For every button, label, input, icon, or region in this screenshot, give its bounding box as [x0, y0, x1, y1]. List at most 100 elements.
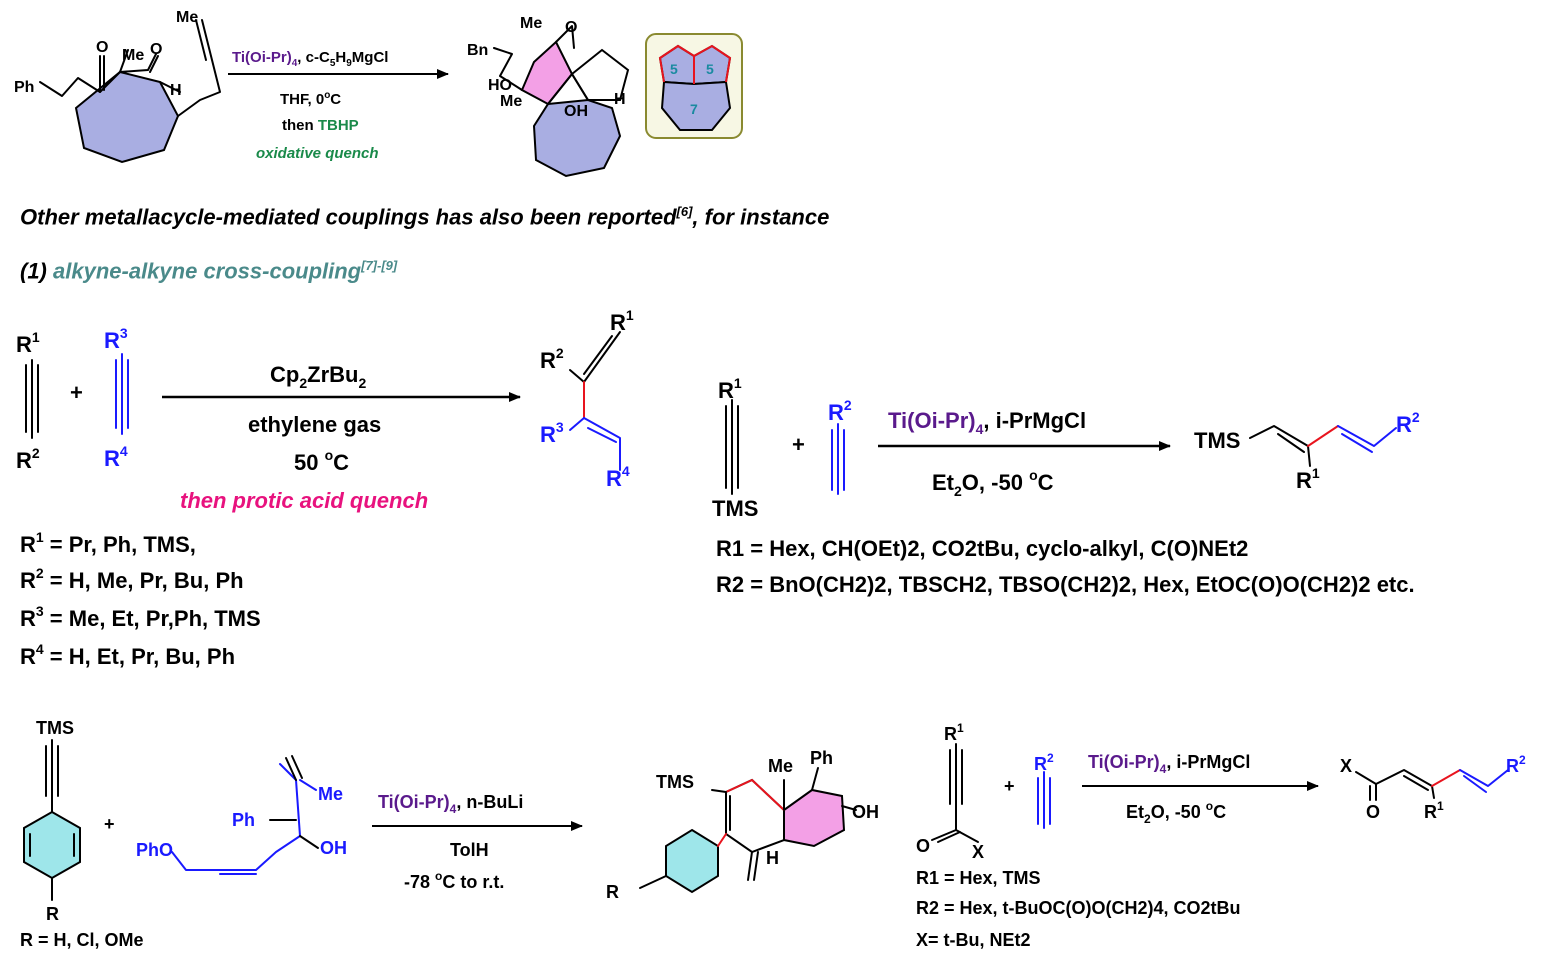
scheme5-alkyne — [1037, 771, 1051, 829]
s3-r2: R2 — [828, 397, 852, 425]
product-seven-ring — [532, 98, 622, 178]
s4-me: Me — [318, 784, 343, 804]
sm-h-label: H — [170, 82, 182, 99]
s3-plus: + — [792, 432, 805, 457]
s3-p-tms: TMS — [1194, 428, 1240, 453]
s2-r4: R4 — [104, 443, 128, 471]
scheme3-product — [1249, 425, 1397, 467]
s5-x: X — [972, 842, 984, 862]
s5-reagent: Ti(Oi-Pr)4, i-PrMgCl — [1088, 752, 1250, 776]
s2-def-r3: R3 = Me, Et, Pr,Ph, TMS — [20, 603, 261, 631]
s5-p-r1: R1 — [1424, 799, 1444, 822]
s4-tms: TMS — [36, 718, 74, 738]
s2-r1: R1 — [16, 329, 40, 357]
s3-tms: TMS — [712, 496, 758, 521]
scheme1-oxidative-quench: oxidative quench — [256, 145, 379, 162]
sm-ketone-o2: O — [150, 41, 162, 58]
s4-solvent: TolH — [450, 840, 489, 860]
s4-r-def: R = H, Cl, OMe — [20, 930, 144, 950]
s2-plus: + — [70, 380, 83, 405]
scheme4-aryl-alkyne — [23, 739, 81, 901]
s5-o: O — [916, 836, 930, 856]
s3-def-r1: R1 = Hex, CH(OEt)2, CO2tBu, cyclo-alkyl,… — [716, 536, 1248, 561]
pr-bn: Bn — [467, 42, 488, 59]
s3-reagent: Ti(Oi-Pr)4, i-PrMgCl — [888, 408, 1086, 437]
s2-p-r3: R3 — [540, 419, 564, 447]
s5-def-x: X= t-Bu, NEt2 — [916, 930, 1031, 950]
s5-p-o: O — [1366, 802, 1380, 822]
s2-r3: R3 — [104, 325, 128, 353]
scheme1-starting-material — [39, 19, 221, 164]
s2-p-r2: R2 — [540, 345, 564, 373]
scheme2-alkyne-2 — [115, 353, 129, 435]
box-ring-7: 7 — [690, 101, 698, 117]
s5-plus: + — [1004, 776, 1015, 796]
s3-solvent: Et2O, -50 oC — [932, 467, 1054, 499]
s2-p-r1: R1 — [610, 307, 634, 335]
pr-me-top: Me — [520, 15, 542, 32]
s3-p-r1: R1 — [1296, 465, 1320, 493]
scheme2-substituent-list: R1 = Pr, Ph, TMS, R2 = H, Me, Pr, Bu, Ph… — [20, 529, 261, 669]
s3-def-r2: R2 = BnO(CH2)2, TBSCH2, TBSO(CH2)2, Hex,… — [716, 572, 1415, 597]
s2-r2: R2 — [16, 445, 40, 473]
s4-p-tms: TMS — [656, 772, 694, 792]
s5-p-x: X — [1340, 756, 1352, 776]
sm-ph-label: Ph — [14, 79, 34, 96]
scheme1-solvent: THF, 0oC — [280, 90, 341, 108]
heading-main-ref: [6] — [676, 204, 693, 219]
s4-p-h: H — [766, 848, 779, 868]
s4-p-me: Me — [768, 756, 793, 776]
scheme3-alkyne-1 — [725, 399, 739, 495]
s4-plus: + — [104, 814, 115, 834]
pr-epoxide-o: O — [565, 19, 577, 36]
s4-r: R — [46, 904, 59, 924]
s4-reagent: Ti(Oi-Pr)4, n-BuLi — [378, 792, 523, 816]
scheme2-diene-product — [569, 331, 621, 471]
cycloheptane-ring — [74, 70, 180, 164]
s4-p-ph: Ph — [810, 748, 833, 768]
scheme5-ynone — [931, 743, 979, 843]
pr-ho: HO — [488, 77, 512, 94]
s2-p-r4: R4 — [606, 463, 630, 491]
scheme2-alkyne-1 — [25, 359, 39, 439]
s4-temp: -78 oC to r.t. — [404, 869, 504, 892]
scheme5-product — [1355, 769, 1509, 801]
s5-r2: R2 — [1034, 751, 1054, 774]
sm-me-label: Me — [122, 47, 144, 64]
heading-main: Other metallacycle-mediated couplings ha… — [20, 204, 830, 230]
s2-def-r2: R2 = H, Me, Pr, Bu, Ph — [20, 565, 244, 593]
s4-ph: Ph — [232, 810, 255, 830]
box-ring-5b: 5 — [706, 61, 714, 77]
s4-oh: OH — [320, 838, 347, 858]
s2-temp: 50 oC — [294, 447, 349, 475]
s4-p-r: R — [606, 882, 619, 902]
s2-ethylene: ethylene gas — [248, 412, 381, 437]
pr-me-bot: Me — [500, 93, 522, 110]
pr-oh: OH — [564, 103, 588, 120]
s5-def-r2: R2 = Hex, t-BuOC(O)O(CH2)4, CO2tBu — [916, 898, 1241, 918]
product-pink-five-ring — [520, 40, 574, 106]
s5-def-r1: R1 = Hex, TMS — [916, 868, 1041, 888]
sm-ketone-o: O — [96, 39, 108, 56]
scheme4-product — [639, 767, 857, 894]
sm-alkyne-me: Me — [176, 9, 198, 26]
heading-sub-ref: [7]-[9] — [361, 258, 398, 273]
scheme3-alkyne-2 — [831, 423, 845, 495]
s4-p-oh: OH — [852, 802, 879, 822]
s2-def-r1: R1 = Pr, Ph, TMS, — [20, 529, 196, 557]
pr-h: H — [614, 91, 626, 108]
scheme1-reagent: Ti(Oi-Pr)4, c-C5H9MgCl — [232, 49, 388, 69]
s5-p-r2: R2 — [1506, 753, 1526, 776]
box-ring-5a: 5 — [670, 61, 678, 77]
ring-skeleton-box — [645, 33, 743, 139]
s2-reagent: Cp2ZrBu2 — [270, 362, 366, 391]
scheme1-then: then TBHP — [282, 117, 359, 134]
heading-sub: (1) alkyne-alkyne cross-coupling[7]-[9] — [20, 258, 398, 284]
s4-pho: PhO — [136, 840, 173, 860]
s3-r1: R1 — [718, 375, 742, 403]
s2-def-r4: R4 = H, Et, Pr, Bu, Ph — [20, 641, 235, 669]
scheme4-enyne — [171, 755, 319, 875]
s3-p-r2: R2 — [1396, 409, 1420, 437]
